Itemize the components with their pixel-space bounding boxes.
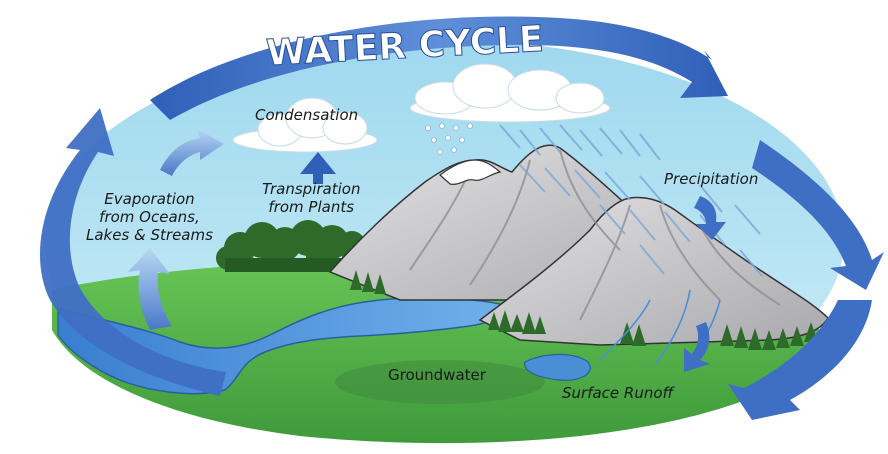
transpiration-line-2: from Plants [268, 198, 355, 216]
evaporation-line-3: Lakes & Streams [86, 226, 213, 244]
surface-runoff-arrow [684, 322, 710, 372]
label-condensation: Condensation [255, 106, 358, 124]
rain-streaks [499, 124, 763, 277]
groundwater-pool [335, 360, 545, 404]
outer-arrow-right [752, 140, 884, 290]
evaporation-arrow-lower [128, 248, 172, 330]
evaporation-arrow-upper [160, 128, 224, 176]
label-evaporation: Evaporation from Oceans, Lakes & Streams [86, 190, 213, 244]
snowflakes [425, 123, 473, 155]
forest-right [350, 270, 818, 350]
runoff-pond [524, 353, 591, 381]
evaporation-line-2: from Oceans, [99, 208, 200, 226]
cloud-condensation [232, 97, 378, 153]
label-groundwater: Groundwater [388, 366, 486, 384]
grassland [52, 263, 840, 444]
label-surface-runoff: Surface Runoff [562, 384, 673, 402]
condensation-text: Condensation [255, 106, 359, 124]
transpiration-arrow [300, 152, 336, 184]
snow-cap-left [439, 159, 502, 185]
outer-arrow-top [150, 16, 728, 120]
label-transpiration: Transpiration from Plants [262, 180, 360, 216]
transpiration-line-1: Transpiration [262, 180, 361, 198]
cloud-rain [409, 63, 611, 123]
evaporation-line-1: Evaporation [104, 190, 195, 208]
precipitation-text: Precipitation [664, 170, 759, 188]
label-precipitation: Precipitation [664, 170, 758, 188]
outer-arrow-bottom-right [728, 300, 872, 420]
surface-runoff-text: Surface Runoff [562, 384, 674, 402]
groundwater-text: Groundwater [388, 366, 486, 384]
forest-left [216, 220, 366, 272]
outer-arrow-bottom-left [40, 108, 226, 396]
precipitation-arrow [694, 196, 726, 240]
